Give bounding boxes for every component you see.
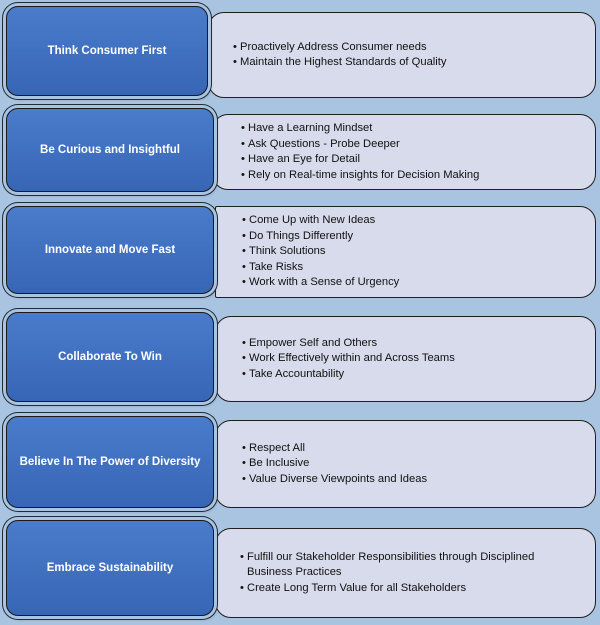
value-point: Maintain the Highest Standards of Qualit… xyxy=(233,55,446,71)
value-point: Have an Eye for Detail xyxy=(241,152,479,168)
value-points-list: Come Up with New Ideas Do Things Differe… xyxy=(242,213,399,291)
value-title: Innovate and Move Fast xyxy=(44,244,176,256)
value-points-box: Proactively Address Consumer needs Maint… xyxy=(208,12,596,98)
value-point: Take Risks xyxy=(242,260,399,276)
value-points-list: Empower Self and Others Work Effectively… xyxy=(242,336,455,383)
value-points-list: Proactively Address Consumer needs Maint… xyxy=(233,40,446,71)
value-point: Fulfill our Stakeholder Responsibilities… xyxy=(240,550,580,581)
value-title: Believe In The Power of Diversity xyxy=(19,456,201,468)
value-point: Empower Self and Others xyxy=(242,336,455,352)
value-point: Work Effectively within and Across Teams xyxy=(242,351,455,367)
value-point: Think Solutions xyxy=(242,244,399,260)
value-point: Work with a Sense of Urgency xyxy=(242,275,399,291)
value-points-list: Respect All Be Inclusive Value Diverse V… xyxy=(242,441,427,488)
value-point: Create Long Term Value for all Stakehold… xyxy=(240,581,580,597)
value-points-box: Come Up with New Ideas Do Things Differe… xyxy=(215,206,596,298)
value-point: Respect All xyxy=(242,441,427,457)
value-point: Be Inclusive xyxy=(242,456,427,472)
value-points-box: Respect All Be Inclusive Value Diverse V… xyxy=(215,420,596,508)
value-points-list: Fulfill our Stakeholder Responsibilities… xyxy=(240,550,580,597)
value-title-box: Be Curious and Insightful xyxy=(6,108,214,192)
value-point: Proactively Address Consumer needs xyxy=(233,40,446,56)
value-title-box: Innovate and Move Fast xyxy=(6,206,214,294)
value-point: Come Up with New Ideas xyxy=(242,213,399,229)
value-points-box: Empower Self and Others Work Effectively… xyxy=(215,316,596,402)
value-title-box: Believe In The Power of Diversity xyxy=(6,416,214,508)
value-title-box: Embrace Sustainability xyxy=(6,520,214,616)
value-point: Take Accountability xyxy=(242,367,455,383)
value-point: Do Things Differently xyxy=(242,229,399,245)
value-title: Embrace Sustainability xyxy=(46,562,174,574)
value-title: Think Consumer First xyxy=(47,45,167,57)
value-point: Ask Questions - Probe Deeper xyxy=(241,137,479,153)
value-title: Be Curious and Insightful xyxy=(40,144,180,156)
value-title-box: Collaborate To Win xyxy=(6,312,214,402)
value-points-box: Have a Learning Mindset Ask Questions - … xyxy=(212,114,596,190)
value-title-box: Think Consumer First xyxy=(6,6,208,96)
value-points-box: Fulfill our Stakeholder Responsibilities… xyxy=(215,528,596,618)
value-points-list: Have a Learning Mindset Ask Questions - … xyxy=(241,121,479,183)
value-point: Rely on Real-time insights for Decision … xyxy=(241,168,479,184)
value-title: Collaborate To Win xyxy=(58,351,162,363)
value-point: Value Diverse Viewpoints and Ideas xyxy=(242,472,427,488)
value-point: Have a Learning Mindset xyxy=(241,121,479,137)
